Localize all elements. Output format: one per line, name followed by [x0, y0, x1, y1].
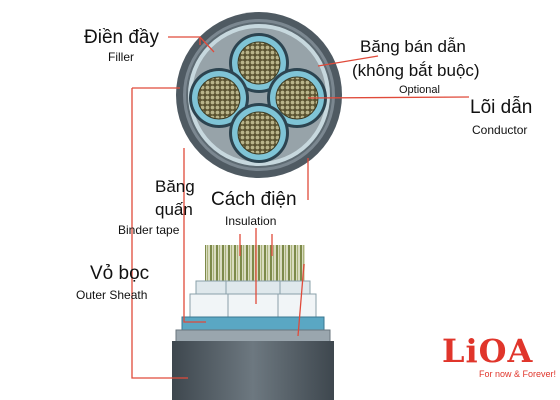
filler-area: [192, 28, 326, 162]
outer-sheath-label-en: Outer Sheath: [76, 288, 148, 302]
semiconductive-tape-label-en: Optional: [399, 84, 440, 96]
exposed-conductor-wires: [205, 245, 305, 283]
leader-lines: [131, 36, 470, 379]
insulation-label-vi: Cách điện: [211, 189, 297, 210]
conductor-core-top: [229, 33, 289, 93]
conductor-core-bottom: [229, 103, 289, 163]
insulation-label-en: Insulation: [225, 214, 277, 228]
insulation-layer: [189, 293, 317, 319]
lioa-logo: LiOA For now & Forever!: [442, 335, 560, 385]
lioa-tagline: For now & Forever!: [478, 369, 556, 379]
conductor-core-left: [189, 68, 249, 128]
binder-leader: [183, 148, 206, 323]
outer-sheath-label-vi: Vỏ bọc: [90, 263, 150, 284]
conductor-label-vi: Lõi dẫn: [470, 97, 533, 118]
semiconductive-tape-label-vi-1: Băng bán dẫn: [360, 37, 466, 56]
binder-tape-label-en: Binder tape: [118, 223, 180, 237]
insulated-cores-top: [195, 280, 311, 296]
filler-side-leader: [297, 263, 305, 337]
conductor-label-en: Conductor: [472, 123, 528, 137]
filler-label-en: Filler: [108, 50, 134, 64]
lioa-logo-text: LiOA: [442, 332, 534, 370]
filler-label-vi: Điền đầy: [84, 27, 159, 48]
conductor-leader: [307, 96, 470, 99]
semiconductive-tape-label-vi-2: (không bắt buộc): [352, 61, 480, 80]
binder-tape-layer: [181, 316, 325, 332]
cable-side-view: [172, 245, 334, 400]
sheath-leader-vertical: [131, 88, 188, 379]
binder-tape-label-vi-1: Băng: [155, 177, 195, 196]
conductor-core-right: [267, 68, 327, 128]
filler-layer: [175, 329, 331, 343]
outer-sheath-body: [172, 341, 334, 400]
semiconductive-leader: [317, 55, 379, 67]
cable-cross-section: [176, 12, 342, 178]
binder-tape-label-vi-2: quấn: [155, 200, 193, 219]
